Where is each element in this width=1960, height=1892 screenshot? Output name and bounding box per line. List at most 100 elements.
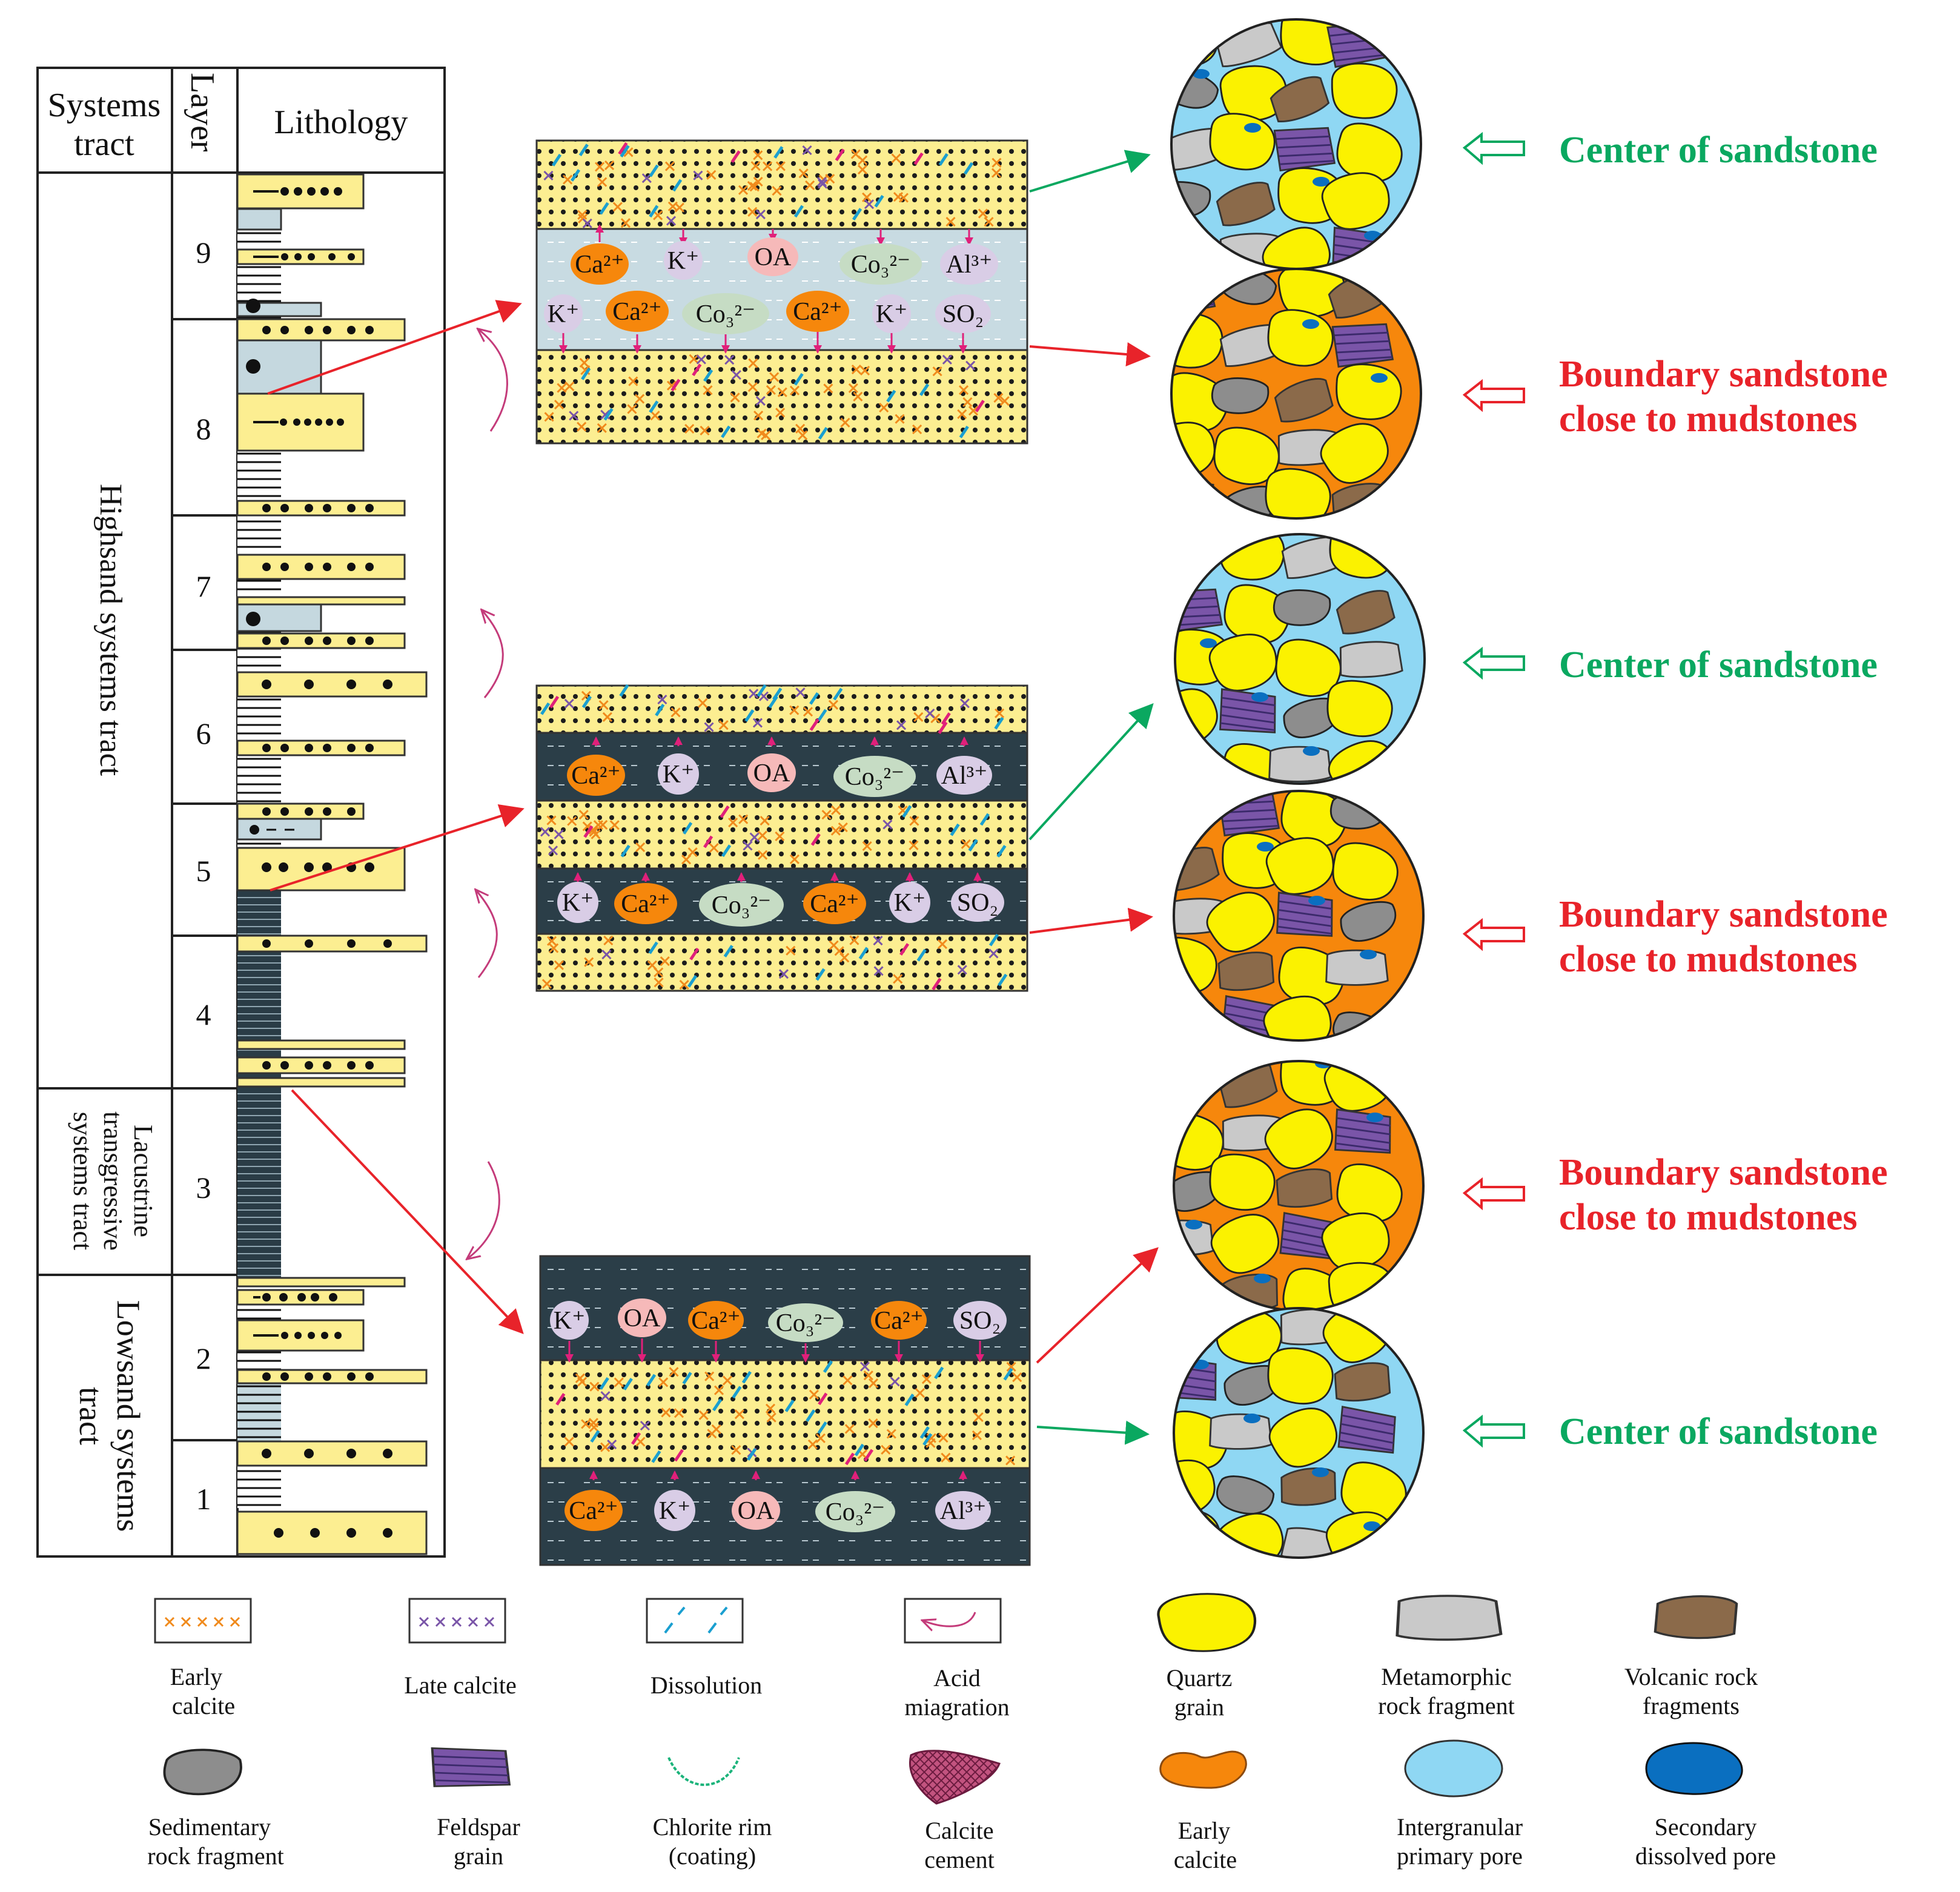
- acid-migration-arrow: [476, 890, 498, 978]
- ion-k-bubble: K⁺: [889, 872, 930, 923]
- ion-label: K⁺: [548, 300, 580, 328]
- ion-label: Ca²⁺: [571, 762, 620, 790]
- position-labels: Center of sandstone Boundary sandstone c…: [1462, 130, 1888, 1452]
- ion-label: Al³⁺: [946, 251, 993, 279]
- label-center-3: Center of sandstone: [1559, 1411, 1878, 1452]
- ion-label: Ca²⁺: [569, 1497, 618, 1525]
- arrow-to-center-3: [1036, 1420, 1150, 1445]
- ion-label: Ca²⁺: [612, 298, 661, 326]
- ion-label: Co₃²⁻: [851, 251, 910, 279]
- tract-lowsand: Lowsand systemstract: [73, 1300, 147, 1532]
- legend-label: Late calcite: [404, 1672, 516, 1699]
- ion-co3-bubble: Co₃²⁻: [833, 736, 916, 797]
- legend-dissolution-symbol: [646, 1598, 744, 1644]
- legend-feldspar-icon: [431, 1747, 511, 1788]
- arrow-layer5-to-panel: [270, 804, 525, 891]
- layer-number: 2: [196, 1341, 211, 1375]
- legend-chlorite-rim-icon: [667, 1757, 740, 1786]
- hollow-arrow-icon: [1462, 131, 1525, 165]
- ion-oa-bubble: OA: [747, 736, 796, 792]
- legend-late-calcite-symbol: [408, 1598, 506, 1644]
- arrow-layer4-to-panel: [291, 1089, 524, 1334]
- ion-ca-bubble: Ca²⁺: [786, 291, 849, 354]
- ion-k-bubble: K⁺: [550, 1301, 589, 1363]
- ion-k-bubble: K⁺: [664, 229, 703, 280]
- ion-label: K⁺: [562, 889, 594, 917]
- arrow-layer8-to-panel: [267, 300, 522, 395]
- layer-number: 4: [196, 997, 211, 1031]
- layer-number: 7: [196, 569, 211, 603]
- layer-number: 3: [196, 1171, 211, 1205]
- legend-early-calcite-symbol: [154, 1598, 252, 1644]
- acid-migration-arrow: [482, 610, 504, 698]
- ion-ca-bubble: Ca²⁺: [614, 872, 677, 924]
- ion-ca-bubble: Ca²⁺: [564, 1470, 623, 1531]
- thin-section-circle: [1173, 1060, 1425, 1312]
- ion-label: Co₃²⁻: [845, 763, 904, 791]
- ion-ca-bubble: Ca²⁺: [567, 736, 625, 796]
- ion-so2-bubble: SO₂: [953, 1301, 1007, 1363]
- arrow-to-boundary-1: [1029, 342, 1151, 367]
- connector-arrows: [267, 150, 1159, 1445]
- thin-section-circle: [1173, 790, 1425, 1042]
- acid-migration-arrow: [468, 1161, 500, 1259]
- label-boundary-2a: Boundary sandstone: [1559, 894, 1888, 935]
- legend-dissolved-pore-icon: [1645, 1742, 1743, 1795]
- ion-ca-bubble: Ca²⁺: [871, 1301, 927, 1363]
- label-boundary-3b: close to mudstones: [1559, 1197, 1858, 1238]
- ion-co3-bubble: Co₃²⁻: [682, 293, 769, 354]
- model-panel-top: [535, 139, 1028, 445]
- ion-al-bubble: Al³⁺: [940, 229, 998, 285]
- ion-label: Ca²⁺: [575, 251, 624, 279]
- layer-number: 8: [196, 412, 211, 446]
- ion-label: Ca²⁺: [691, 1307, 740, 1335]
- ion-so2-bubble: SO₂: [935, 294, 991, 354]
- ion-label: SO₂: [959, 1307, 1001, 1335]
- legend-primary-pore-icon: [1404, 1739, 1503, 1798]
- ion-co3-bubble: Co₃²⁻: [839, 229, 922, 285]
- legend-early-calcite-icon: [1159, 1750, 1247, 1789]
- ion-label: OA: [738, 1497, 775, 1525]
- ion-k-bubble: K⁺: [872, 294, 911, 354]
- legend-sedimentary-icon: [163, 1748, 242, 1796]
- thin-section-circle: [1174, 533, 1426, 785]
- ion-oa-bubble: OA: [747, 229, 798, 276]
- thin-section-circle: [1170, 18, 1422, 270]
- ion-ca-bubble: Ca²⁺: [803, 872, 866, 924]
- label-boundary-1a: Boundary sandstone: [1559, 354, 1888, 395]
- lithology-log: [236, 173, 428, 1555]
- hollow-arrow-icon: [1462, 379, 1525, 412]
- header-lithology: Lithology: [274, 104, 408, 141]
- ion-label: Co₃²⁻: [712, 891, 771, 919]
- thin-section-circle: [1170, 268, 1422, 520]
- ion-label: SO₂: [942, 300, 984, 328]
- ion-label: Ca²⁺: [793, 298, 842, 326]
- ion-al-bubble: Al³⁺: [936, 736, 992, 795]
- legend-calcite-cement-icon: [909, 1750, 1001, 1805]
- arrow-to-boundary-2: [1029, 907, 1153, 934]
- arrow-to-center-2: [1028, 703, 1154, 841]
- ion-k-bubble: K⁺: [658, 736, 699, 795]
- label-boundary-1b: close to mudstones: [1559, 399, 1858, 440]
- legend-metamorphic-icon: [1397, 1596, 1501, 1639]
- ion-co3-bubble: Co₃²⁻: [699, 872, 784, 927]
- legend-quartz-icon: [1158, 1594, 1255, 1651]
- layer-number: 5: [196, 854, 211, 888]
- acid-migration-arrow: [478, 329, 508, 432]
- ion-k-bubble: K⁺: [557, 872, 598, 923]
- label-boundary-3a: Boundary sandstone: [1559, 1152, 1888, 1193]
- ion-label: Ca²⁺: [621, 890, 670, 918]
- ion-so2-bubble: SO₂: [951, 872, 1004, 922]
